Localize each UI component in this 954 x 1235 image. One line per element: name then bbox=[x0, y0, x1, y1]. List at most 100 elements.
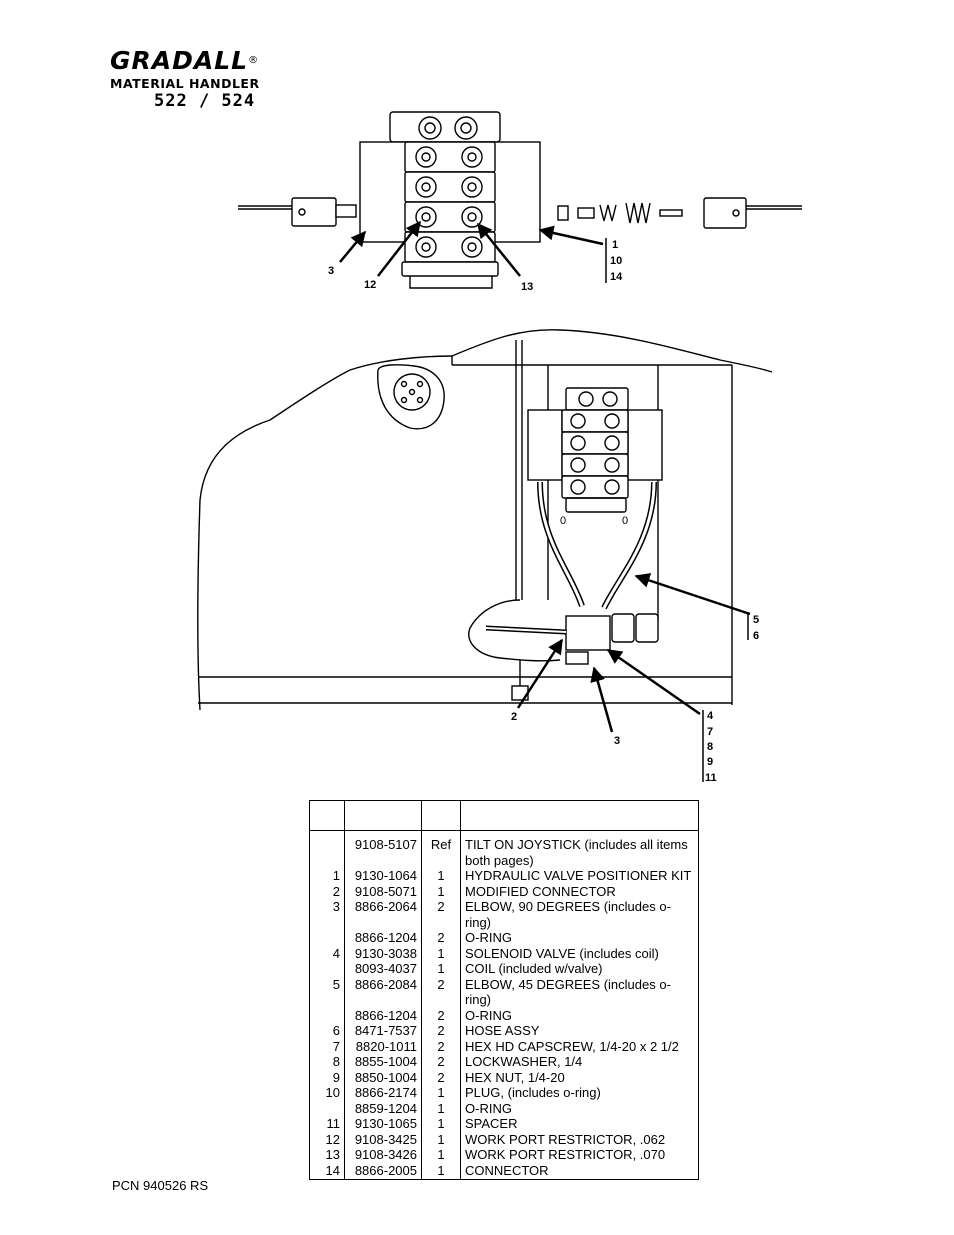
callout-bottom-2: 2 bbox=[511, 711, 517, 723]
row-description: HOSE ASSY bbox=[460, 1023, 699, 1039]
callout-bottom-11: 11 bbox=[705, 772, 717, 784]
row-item-number: 8 bbox=[309, 1054, 345, 1070]
row-item-number: 14 bbox=[309, 1162, 345, 1180]
callout-bottom-3: 3 bbox=[614, 735, 620, 747]
gradall-logo: GRADALL® MATERIAL HANDLER 522 / 524 bbox=[110, 46, 260, 112]
machine-installation-diagram: 0 0 bbox=[196, 329, 773, 711]
callout-bottom-5: 5 bbox=[753, 614, 759, 626]
callout-bottom-8: 8 bbox=[707, 741, 713, 753]
svg-text:0: 0 bbox=[560, 515, 566, 527]
header-description bbox=[460, 800, 699, 831]
row-quantity: 2 bbox=[421, 1069, 461, 1085]
row-description: O-RING bbox=[460, 1007, 699, 1023]
row-description: SPACER bbox=[460, 1116, 699, 1132]
row-part-number: 9108-3425 bbox=[344, 1131, 422, 1147]
logo-subtitle: MATERIAL HANDLER bbox=[110, 76, 260, 91]
row-quantity: 2 bbox=[421, 1038, 461, 1054]
row-description: HEX NUT, 1/4-20 bbox=[460, 1069, 699, 1085]
row-item-number: 7 bbox=[309, 1038, 345, 1054]
row-part-number: 9108-5071 bbox=[344, 883, 422, 899]
row-description: O-RING bbox=[460, 1100, 699, 1116]
row-quantity: 1 bbox=[421, 1100, 461, 1116]
row-part-number: 8866-2064 bbox=[344, 899, 422, 930]
row-part-number: 8866-2174 bbox=[344, 1085, 422, 1101]
row-quantity: 2 bbox=[421, 1023, 461, 1039]
row-quantity: 1 bbox=[421, 868, 461, 884]
row-part-number: 8859-1204 bbox=[344, 1100, 422, 1116]
pcn-footer: PCN 940526 RS bbox=[112, 1178, 209, 1193]
row-item-number: 6 bbox=[309, 1023, 345, 1039]
row-part-number: 8866-2084 bbox=[344, 976, 422, 1008]
row-quantity: 1 bbox=[421, 1131, 461, 1147]
top-leader-lines bbox=[339, 220, 604, 277]
row-part-number: 9108-5107 bbox=[344, 830, 422, 868]
logo-brand: GRADALL® bbox=[110, 46, 260, 75]
row-part-number: 9130-1065 bbox=[344, 1116, 422, 1132]
row-quantity: 1 bbox=[421, 883, 461, 899]
row-description: O-RING bbox=[460, 930, 699, 946]
row-item-number: 10 bbox=[309, 1085, 345, 1101]
callout-bottom-4: 4 bbox=[707, 710, 714, 722]
parts-table-header bbox=[309, 800, 699, 831]
callout-bottom-7: 7 bbox=[707, 726, 713, 738]
row-part-number: 8866-1204 bbox=[344, 930, 422, 946]
header-item bbox=[309, 800, 345, 831]
row-part-number: 9130-3038 bbox=[344, 945, 422, 961]
row-quantity: 2 bbox=[421, 1007, 461, 1023]
callout-top-10: 10 bbox=[610, 255, 622, 267]
row-description: PLUG, (includes o-ring) bbox=[460, 1085, 699, 1101]
row-quantity: 2 bbox=[421, 899, 461, 930]
row-quantity: 1 bbox=[421, 1116, 461, 1132]
callout-top-12: 12 bbox=[364, 279, 376, 291]
callout-top-13: 13 bbox=[521, 281, 533, 293]
row-description: TILT ON JOYSTICK (includes all items bot… bbox=[460, 830, 699, 868]
row-quantity: 2 bbox=[421, 930, 461, 946]
row-item-number bbox=[309, 1007, 345, 1023]
row-item-number: 9 bbox=[309, 1069, 345, 1085]
row-part-number: 8866-1204 bbox=[344, 1007, 422, 1023]
row-part-number: 8855-1004 bbox=[344, 1054, 422, 1070]
row-part-number: 8471-7537 bbox=[344, 1023, 422, 1039]
row-description: WORK PORT RESTRICTOR, .062 bbox=[460, 1131, 699, 1147]
svg-text:0: 0 bbox=[622, 515, 628, 527]
row-part-number: 8093-4037 bbox=[344, 961, 422, 977]
row-item-number bbox=[309, 1100, 345, 1116]
row-description: MODIFIED CONNECTOR bbox=[460, 883, 699, 899]
row-description: ELBOW, 45 DEGREES (includes o-ring) bbox=[460, 976, 699, 1008]
row-part-number: 9108-3426 bbox=[344, 1147, 422, 1163]
row-quantity: 1 bbox=[421, 1162, 461, 1180]
row-description: COIL (included w/valve) bbox=[460, 961, 699, 977]
row-quantity: 1 bbox=[421, 1147, 461, 1163]
header-part-number bbox=[344, 800, 422, 831]
row-part-number: 8866-2005 bbox=[344, 1162, 422, 1180]
row-item-number bbox=[309, 930, 345, 946]
header-quantity bbox=[421, 800, 461, 831]
row-description: LOCKWASHER, 1/4 bbox=[460, 1054, 699, 1070]
row-description: ELBOW, 90 DEGREES (includes o-ring) bbox=[460, 899, 699, 930]
valve-bank-exploded-diagram bbox=[238, 111, 802, 289]
row-description: CONNECTOR bbox=[460, 1162, 699, 1180]
callout-bottom-6: 6 bbox=[753, 630, 759, 642]
callout-bottom-9: 9 bbox=[707, 756, 713, 768]
row-description: HYDRAULIC VALVE POSITIONER KIT bbox=[460, 868, 699, 884]
row-item-number: 13 bbox=[309, 1147, 345, 1163]
callout-top-14: 14 bbox=[610, 271, 623, 283]
